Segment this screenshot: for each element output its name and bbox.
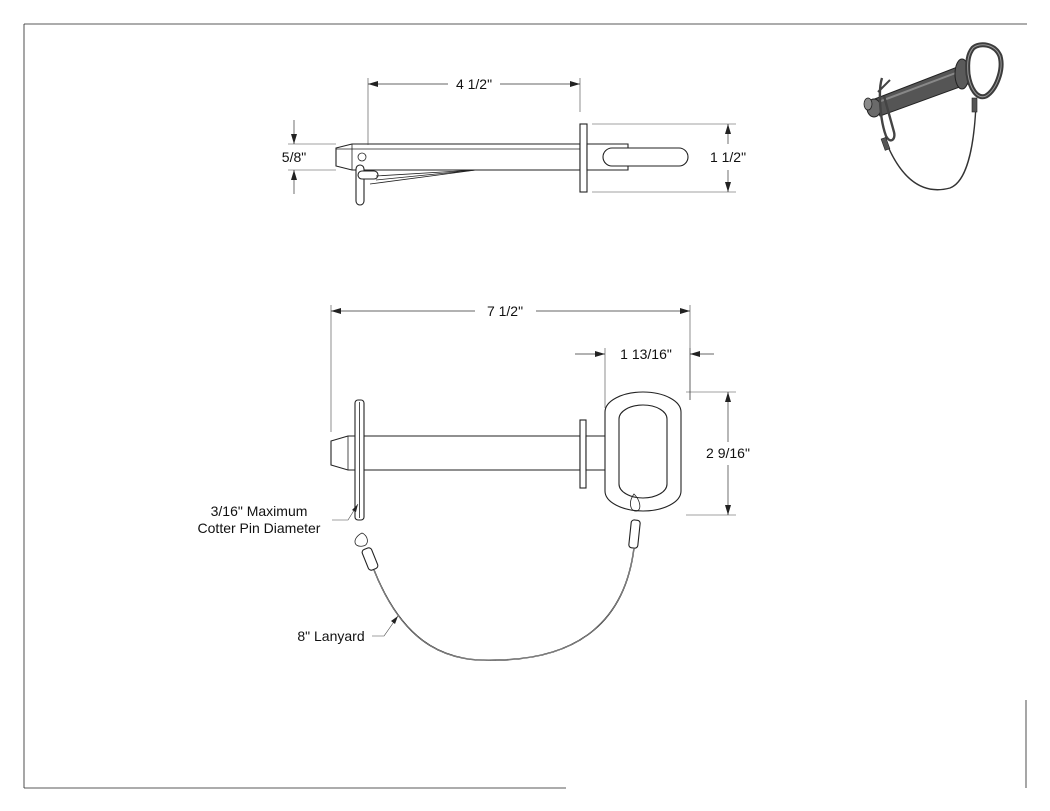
callout-cotter-line1: 3/16" Maximum (211, 503, 308, 519)
dim-ring-width: 1 13/16" (575, 346, 714, 408)
dim-top-length-label: 4 1/2" (456, 76, 492, 92)
lanyard-clip-left (354, 532, 379, 571)
dim-top-height-label: 1 1/2" (710, 149, 746, 165)
dim-overall-length-label: 7 1/2" (487, 303, 523, 319)
dim-pin-diameter: 5/8" (282, 120, 336, 194)
lanyard-clip-right (628, 493, 641, 549)
dim-ring-height-label: 2 9/16" (706, 445, 750, 461)
dim-pin-diameter-label: 5/8" (282, 149, 306, 165)
sheet-border (23, 23, 1027, 789)
hitch-pin-3d-render-icon (863, 42, 1004, 191)
dim-top-height: 1 1/2" (592, 123, 746, 193)
front-view (330, 391, 682, 662)
dim-ring-width-label: 1 13/16" (620, 346, 672, 362)
callout-lanyard-label: 8" Lanyard (297, 628, 364, 644)
callout-lanyard: 8" Lanyard (297, 615, 399, 644)
dim-overall-length: 7 1/2" (330, 303, 691, 432)
dim-ring-height: 2 9/16" (686, 391, 750, 516)
top-view (335, 123, 689, 206)
dim-top-length: 4 1/2" (367, 76, 581, 145)
callout-cotter-pin: 3/16" Maximum Cotter Pin Diameter (198, 503, 359, 536)
callout-cotter-line2: Cotter Pin Diameter (198, 520, 321, 536)
